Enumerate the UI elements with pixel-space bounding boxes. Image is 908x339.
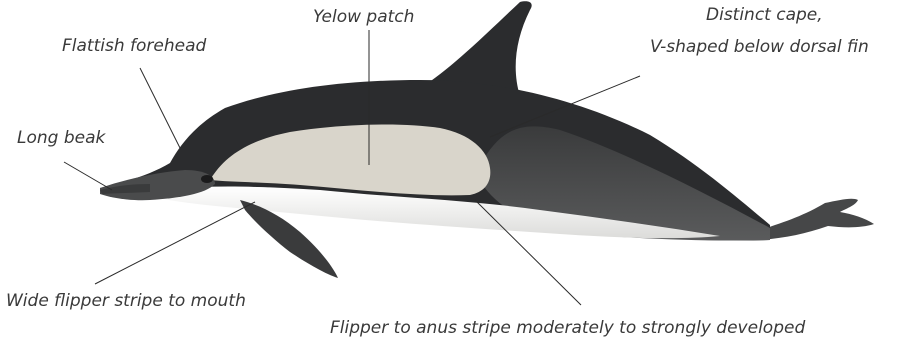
leader-forehead: [140, 68, 180, 148]
label-yellow-patch: Yelow patch: [313, 7, 414, 27]
leader-long-beak: [64, 162, 112, 190]
tail-fluke: [760, 199, 874, 240]
label-flipper-stripe: Wide flipper stripe to mouth: [6, 291, 246, 311]
leader-flipper-stripe: [95, 202, 255, 284]
eye: [201, 175, 213, 183]
label-anus-stripe: Flipper to anus stripe moderately to str…: [330, 318, 805, 338]
label-cape-line2: V-shaped below dorsal fin: [650, 37, 869, 57]
label-cape-line1: Distinct cape,: [706, 5, 823, 25]
label-flattish-forehead: Flattish forehead: [62, 36, 206, 56]
label-long-beak: Long beak: [17, 128, 107, 148]
